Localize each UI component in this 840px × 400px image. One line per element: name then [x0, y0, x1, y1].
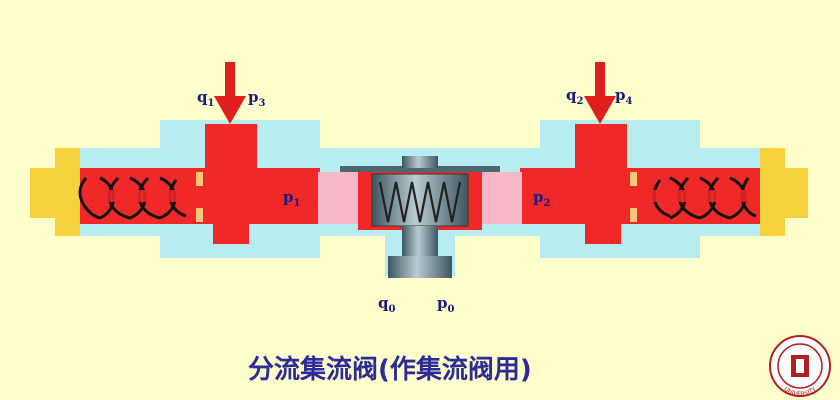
right-orifice-top — [630, 172, 637, 186]
right-end-cap — [760, 148, 808, 236]
label-q0: q0 — [378, 294, 396, 315]
label-p4: p4 — [615, 86, 633, 107]
university-logo: UNIVERSITY — [769, 335, 831, 398]
left-inlet-neck — [213, 160, 249, 244]
label-p2: p2 — [533, 188, 551, 209]
label-p3: p3 — [248, 88, 266, 109]
label-q2: q2 — [566, 86, 584, 107]
label-q1: q1 — [197, 88, 214, 109]
outlet-pipe — [402, 226, 438, 256]
left-throttle-chamber — [318, 172, 360, 224]
label-p1: p1 — [283, 188, 300, 209]
outlet-pipe-base — [388, 256, 452, 278]
right-orifice-bottom — [630, 208, 637, 222]
right-throttle-chamber — [480, 172, 522, 224]
label-p0: p0 — [437, 294, 455, 315]
diagram-caption: 分流集流阀(作集流阀用) — [248, 354, 532, 385]
left-spring-rod — [92, 190, 192, 202]
center-spring — [378, 181, 462, 223]
right-spring-rod — [650, 190, 750, 202]
center-housing-top — [402, 156, 438, 168]
left-orifice-top — [196, 172, 203, 186]
center-housing-cap — [340, 166, 500, 172]
left-orifice-bottom — [196, 208, 203, 222]
right-inlet-arrow — [584, 62, 616, 124]
right-inlet-neck — [585, 160, 621, 244]
left-end-cap — [30, 148, 80, 236]
left-inlet-arrow — [214, 62, 246, 124]
left-spring — [78, 176, 187, 220]
